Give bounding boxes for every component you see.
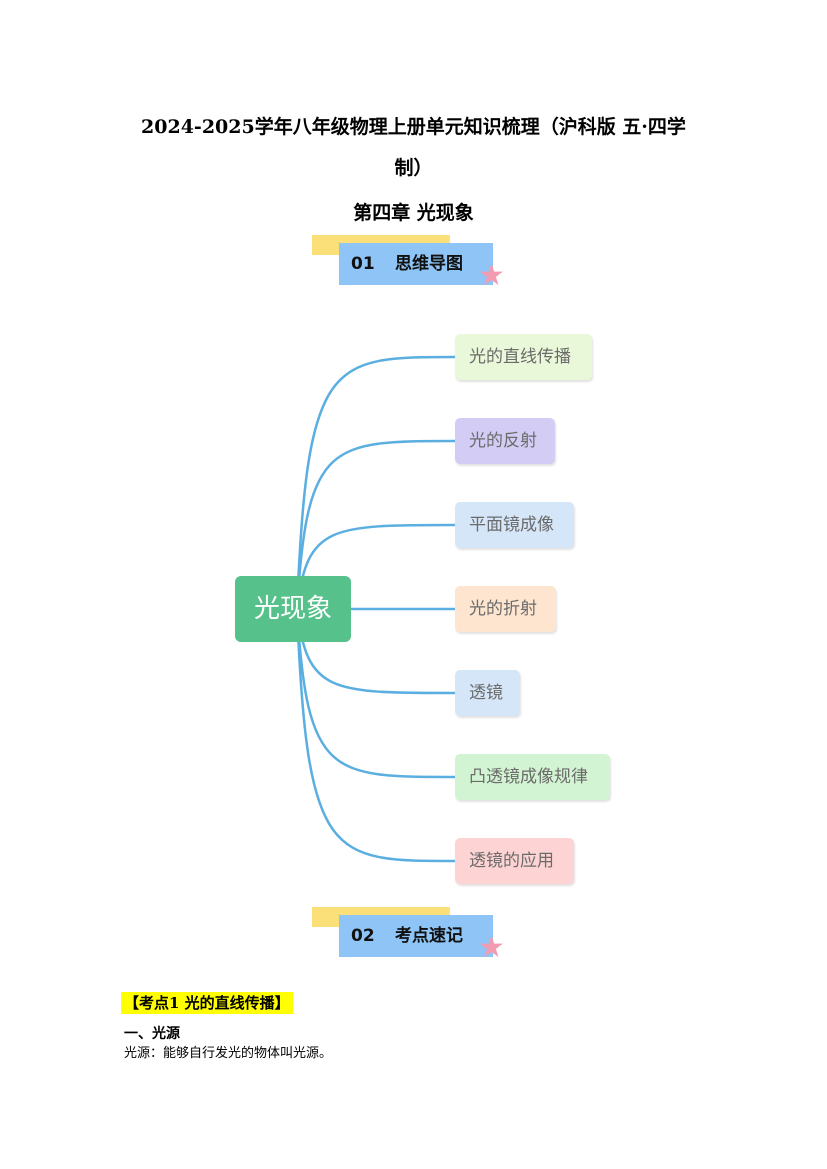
mindmap-connector: [295, 608, 456, 863]
chapter-title: 第四章 光现象: [353, 202, 474, 224]
mindmap-connector: [295, 355, 456, 610]
section-banner-1: 01 思维导图 ★: [312, 235, 512, 295]
mindmap-branch-node: 光的折射: [455, 586, 556, 632]
mindmap-connector: [295, 439, 456, 610]
mindmap-branch-node: 光的直线传播: [455, 334, 592, 380]
mindmap-branch-node: 光的反射: [455, 418, 555, 464]
mindmap-branch-node: 透镜: [455, 670, 520, 716]
star-icon: ★: [478, 258, 505, 293]
mindmap-branch-node: 凸透镜成像规律: [455, 754, 610, 800]
section-number: 02: [351, 926, 375, 946]
mindmap-center-node: 光现象: [235, 576, 351, 642]
section-label: 思维导图: [395, 254, 463, 274]
mindmap-connector: [295, 608, 456, 779]
mindmap-branch-node: 平面镜成像: [455, 502, 574, 548]
mindmap-branch-node: 透镜的应用: [455, 838, 574, 884]
paragraph: 光源：能够自行发光的物体叫光源。: [124, 1046, 333, 1061]
section-label: 考点速记: [395, 926, 463, 946]
doc-title-line2: 制）: [394, 157, 433, 179]
star-icon: ★: [478, 930, 505, 965]
doc-title-line1: 2024-2025学年八年级物理上册单元知识梳理（沪科版 五·四学: [141, 116, 686, 138]
kaodian-heading: 【考点1 光的直线传播】: [121, 992, 293, 1014]
section-banner-2: 02 考点速记 ★: [312, 907, 512, 967]
section-number: 01: [351, 254, 375, 274]
subheading: 一、光源: [124, 1026, 180, 1042]
